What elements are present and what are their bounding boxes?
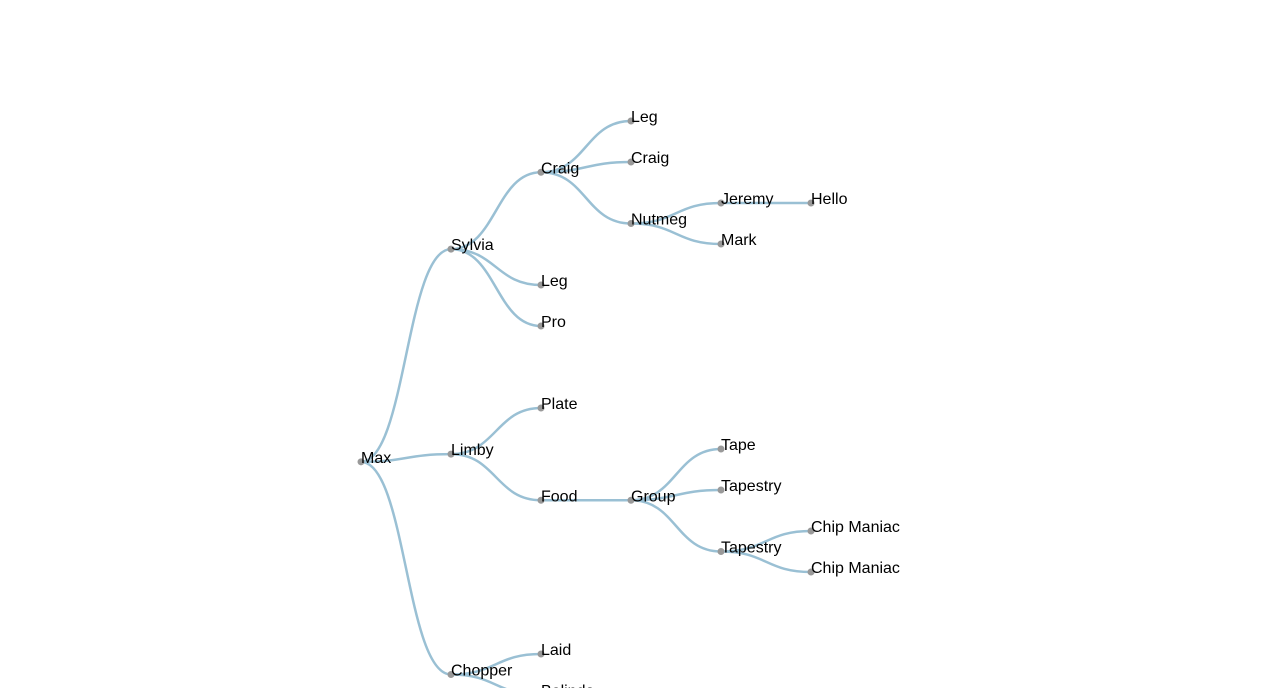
node-label: Food xyxy=(541,488,577,505)
link-max-to-limby xyxy=(360,452,452,464)
tree-node-tapestry[interactable]: Tapestry xyxy=(717,478,782,495)
node-label: Tapestry xyxy=(721,478,781,495)
link-max-to-sylvia xyxy=(360,247,452,464)
link-group-to-tape xyxy=(630,447,722,502)
node-dot[interactable] xyxy=(807,199,815,207)
link-tapestry-to-chip-maniac xyxy=(720,550,812,574)
tree-node-tape[interactable]: Tape xyxy=(717,437,756,454)
node-dot[interactable] xyxy=(537,404,545,412)
node-dot[interactable] xyxy=(627,117,635,125)
link-sylvia-to-leg xyxy=(450,247,542,287)
node-label: Nutmeg xyxy=(631,212,687,229)
link-limby-to-food xyxy=(450,452,542,502)
link-sylvia-to-craig xyxy=(450,171,542,251)
node-label: Tapestry xyxy=(721,540,781,557)
node-dot[interactable] xyxy=(807,527,815,535)
node-dot[interactable] xyxy=(537,496,545,504)
link-chopper-to-belinda xyxy=(450,673,507,688)
node-label: Craig xyxy=(631,150,669,167)
node-label: Craig xyxy=(541,160,579,177)
node-dot[interactable] xyxy=(447,450,455,458)
node-label: Pro xyxy=(541,314,566,331)
node-label: Belinda xyxy=(541,683,594,688)
node-dot[interactable] xyxy=(447,671,455,678)
node-label: Leg xyxy=(541,273,568,290)
node-label: Mark xyxy=(721,232,758,249)
tree-node-plate[interactable]: Plate xyxy=(537,396,578,413)
node-dot[interactable] xyxy=(537,281,545,289)
link-nutmeg-to-mark xyxy=(630,222,722,246)
link-craig-to-nutmeg xyxy=(540,171,632,225)
node-label: Max xyxy=(361,450,391,467)
link-sylvia-to-pro xyxy=(450,247,542,328)
link-nutmeg-to-jeremy xyxy=(630,201,722,225)
node-dot[interactable] xyxy=(627,158,635,166)
node-dot[interactable] xyxy=(807,568,815,576)
node-dot[interactable] xyxy=(627,220,635,227)
tree-node-jeremy[interactable]: Jeremy xyxy=(717,191,774,208)
node-label: Jeremy xyxy=(721,191,773,208)
node-dot[interactable] xyxy=(537,322,545,330)
tree-node-sylvia[interactable]: Sylvia xyxy=(447,237,494,254)
node-label: Chopper xyxy=(451,663,513,680)
tree-node-laid[interactable]: Laid xyxy=(537,642,572,659)
tree-node-tapestry[interactable]: Tapestry xyxy=(717,540,782,557)
node-label: Leg xyxy=(631,109,658,126)
link-group-to-tapestry xyxy=(630,488,722,502)
tree-node-chip-maniac[interactable]: Chip Maniac xyxy=(807,560,900,577)
node-label: Laid xyxy=(541,642,571,659)
node-label: Plate xyxy=(541,396,578,413)
node-dot[interactable] xyxy=(717,199,725,207)
node-dot[interactable] xyxy=(357,458,365,466)
node-dot[interactable] xyxy=(717,486,725,494)
link-limby-to-plate xyxy=(450,406,542,456)
node-label: Sylvia xyxy=(451,237,494,254)
node-dot[interactable] xyxy=(447,245,455,253)
link-craig-to-leg xyxy=(540,119,632,174)
tree-node-hello[interactable]: Hello xyxy=(807,191,848,208)
link-max-to-chopper xyxy=(360,460,452,676)
node-dot[interactable] xyxy=(627,496,635,504)
tree-node-pro[interactable]: Pro xyxy=(537,314,567,331)
node-label: Chip Maniac xyxy=(811,519,900,536)
node-label: Tape xyxy=(721,437,756,454)
tree-node-leg[interactable]: Leg xyxy=(627,109,658,126)
tree-node-group[interactable]: Group xyxy=(627,488,676,505)
link-group-to-tapestry xyxy=(630,499,722,553)
node-dot[interactable] xyxy=(717,445,725,453)
link-chopper-to-laid xyxy=(450,652,542,676)
node-dot[interactable] xyxy=(537,650,545,658)
node-dot[interactable] xyxy=(717,240,725,248)
tree-node-max[interactable]: Max xyxy=(357,450,392,467)
link-tapestry-to-chip-maniac xyxy=(720,529,812,553)
tree-node-mark[interactable]: Mark xyxy=(717,232,758,249)
node-label: Group xyxy=(631,488,676,505)
links-layer xyxy=(360,119,812,688)
tree-node-chip-maniac[interactable]: Chip Maniac xyxy=(807,519,900,536)
node-dot[interactable] xyxy=(537,168,545,176)
node-label: Hello xyxy=(811,191,848,208)
node-label: Limby xyxy=(451,442,494,459)
tree-node-chopper[interactable]: Chopper xyxy=(447,663,514,680)
tree-node-food[interactable]: Food xyxy=(537,488,578,505)
node-label: Chip Maniac xyxy=(811,560,900,577)
tree-node-belinda[interactable]: Belinda xyxy=(538,683,595,688)
link-craig-to-craig xyxy=(540,160,632,174)
tree-node-nutmeg[interactable]: Nutmeg xyxy=(627,212,688,229)
tree-node-limby[interactable]: Limby xyxy=(447,442,494,459)
tree-node-craig[interactable]: Craig xyxy=(537,160,580,177)
tree-node-leg[interactable]: Leg xyxy=(537,273,568,290)
node-dot[interactable] xyxy=(717,548,725,555)
tree-node-craig[interactable]: Craig xyxy=(627,150,670,167)
